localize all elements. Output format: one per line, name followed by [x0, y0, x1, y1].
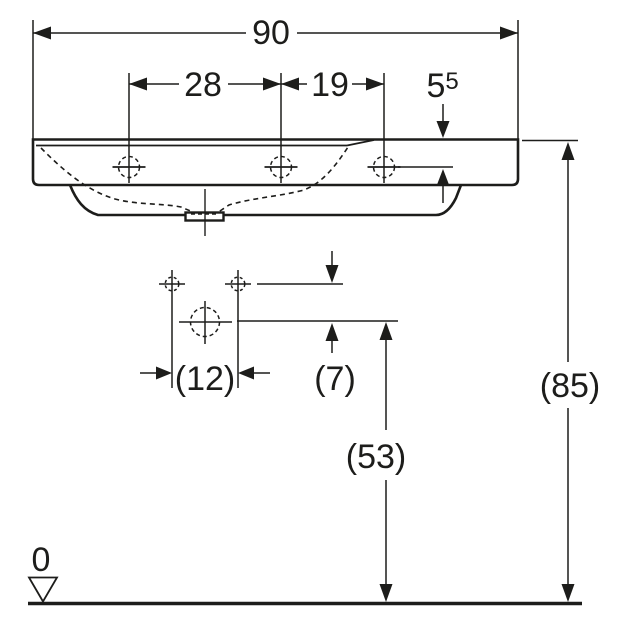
- dim-outlet-height: (53): [346, 322, 406, 602]
- arrowhead-down: [325, 265, 339, 283]
- datum-level-label: 0: [32, 541, 51, 579]
- basin-bowl-edge-slope: [346, 139, 375, 147]
- dim-outlet-height-label: (53): [346, 438, 406, 476]
- dim-total-width: 90: [32, 14, 519, 139]
- arrowhead-up: [325, 323, 339, 341]
- arrowhead-right: [366, 77, 384, 91]
- arrowhead-left-pointing: [238, 366, 254, 380]
- dim-tap-spacing-right: 19: [281, 66, 385, 183]
- dim-tap-spacing-left: 28: [128, 66, 282, 183]
- dim-fixing-spacing: (12): [140, 360, 270, 398]
- arrowhead-left: [33, 26, 51, 40]
- fixing-hole-left: [159, 270, 185, 388]
- dim-fixing-to-outlet: (7): [237, 251, 398, 398]
- dim-tap-hole-offset-superscript: 5: [445, 68, 458, 95]
- arrowhead-right: [263, 77, 281, 91]
- dim-tap-hole-offset: 5 5: [398, 67, 459, 203]
- dim-rim-height: (85): [522, 139, 600, 602]
- floor-datum: 0: [27, 541, 582, 606]
- arrowhead-up: [561, 142, 575, 160]
- arrowhead-left: [281, 77, 299, 91]
- waste-outlet-symbol: [179, 301, 232, 344]
- bowl-underside: [68, 184, 463, 217]
- dim-fixing-to-outlet-label: (7): [314, 360, 356, 398]
- arrowhead-down: [379, 584, 393, 602]
- dim-rim-height-label: (85): [540, 367, 600, 405]
- dim-total-width-label: 90: [252, 14, 290, 52]
- arrowhead-up: [436, 169, 450, 186]
- arrowhead-left: [129, 77, 147, 91]
- fixing-hole-right: [225, 270, 251, 388]
- basin-outline: [31, 138, 520, 187]
- arrowhead-down: [436, 121, 450, 138]
- arrowhead-up: [379, 322, 393, 340]
- dim-tap-spacing-right-label: 19: [311, 66, 349, 104]
- dim-tap-hole-offset-label: 5: [427, 67, 446, 105]
- arrowhead-right-pointing: [156, 366, 172, 380]
- arrowhead-right: [500, 26, 518, 40]
- datum-triangle-icon: [27, 576, 59, 604]
- dim-fixing-spacing-label: (12): [175, 360, 235, 398]
- basin-body: [31, 138, 520, 236]
- dim-tap-spacing-left-label: 28: [184, 66, 222, 104]
- arrowhead-down: [561, 584, 575, 602]
- bowl-hidden-contour: [40, 146, 349, 214]
